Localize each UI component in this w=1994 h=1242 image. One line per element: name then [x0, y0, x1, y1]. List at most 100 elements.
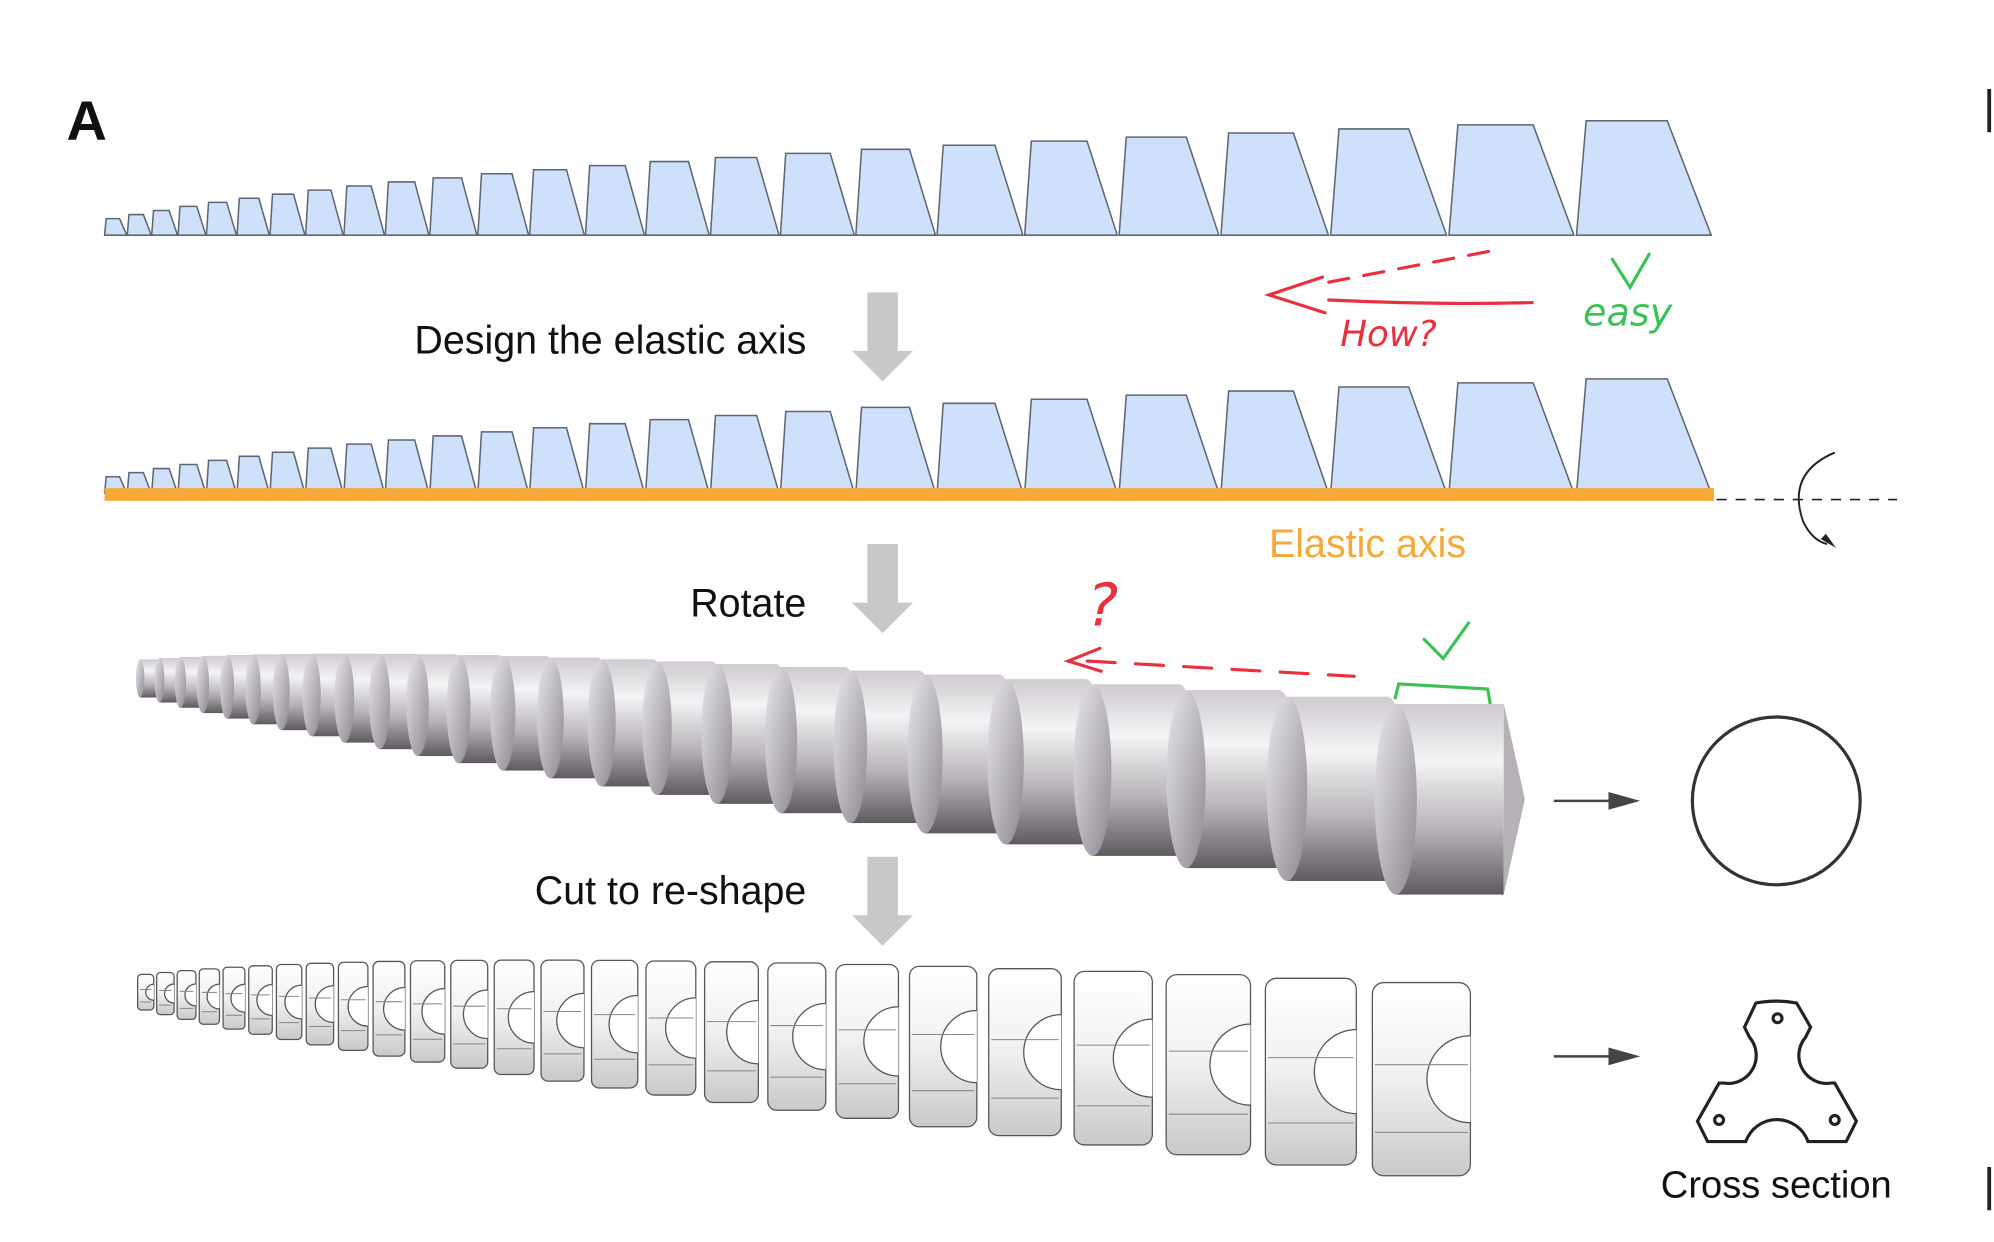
segment-notch [163, 983, 175, 1004]
bracket-annotation [1393, 682, 1492, 705]
cut-segment [372, 960, 406, 1057]
trapezoid-segment [429, 177, 478, 236]
cut-segment [198, 968, 221, 1025]
trapezoid-segment [343, 185, 386, 236]
trapezoid-segment [384, 181, 430, 236]
easy-annotation-text: easy [1583, 290, 1673, 334]
trapezoid-segment [1118, 136, 1220, 236]
segment-notch [1426, 1035, 1471, 1124]
segment-notch [507, 990, 535, 1044]
trapezoid-segment [236, 197, 271, 236]
trapezoid-segment [855, 148, 937, 236]
disc-face [369, 653, 391, 750]
disc-face [764, 667, 798, 814]
trilobe-cross-section [1695, 999, 1859, 1144]
cylinder-disc [907, 674, 1017, 834]
step-cut-label: Cut to re-shape [535, 869, 807, 913]
disc-face [833, 670, 868, 824]
disc-face [196, 655, 210, 714]
segment-notch [726, 999, 759, 1065]
trapezoid-segment [779, 410, 856, 495]
trapezoid-segment [709, 414, 781, 495]
how-annotation-text: How? [1340, 314, 1437, 355]
trapezoid-segment [343, 443, 386, 495]
cut-segment [590, 959, 639, 1089]
trapezoid-segment [855, 406, 937, 495]
disc-face [220, 655, 235, 719]
segment-notch [206, 983, 220, 1010]
disc-face [587, 659, 616, 787]
trapezoid-segment [528, 427, 586, 495]
step-rotate-label: Rotate [690, 582, 806, 626]
cut-segment [305, 962, 335, 1046]
trapezoid-segment [477, 173, 530, 236]
down-arrow-icon [852, 544, 914, 634]
cut-segment [988, 968, 1062, 1137]
trapezoid-segment [1118, 394, 1220, 495]
segment-notch [382, 986, 405, 1031]
elastic-axis-label: Elastic axis [1269, 522, 1466, 566]
panel-divider-mark [1987, 88, 1992, 133]
disc-face [1166, 690, 1206, 869]
cut-segment [703, 961, 759, 1104]
trapezoid-segment [936, 144, 1024, 236]
cut-segment [1264, 977, 1357, 1166]
cut-segment [450, 959, 489, 1069]
disc-face [334, 653, 355, 743]
trapezoid-segment [236, 455, 271, 495]
trapezoid-segment [644, 418, 711, 495]
disc-body [202, 655, 226, 714]
segment-notch [665, 997, 696, 1059]
trapezoid-segment [1329, 386, 1448, 495]
disc-body [159, 658, 179, 703]
disc-face [1374, 703, 1417, 895]
trapezoid-segment [1220, 132, 1330, 236]
check-mark-icon [1610, 252, 1651, 291]
disc-face [1266, 696, 1308, 881]
cut-segment [222, 966, 246, 1030]
trapezoid-segment [936, 402, 1024, 495]
segment-body [1371, 981, 1472, 1177]
trapezoid-segment [103, 217, 128, 236]
down-arrow-icon [852, 856, 914, 946]
disc-face [245, 654, 261, 725]
cross-section-label: Cross section [1661, 1164, 1892, 1207]
segment-notch [314, 985, 334, 1024]
panel-divider-mark [1987, 1166, 1992, 1211]
trapezoid-segment [150, 209, 179, 236]
disc-face [701, 664, 733, 804]
cylinder-disc [1166, 690, 1299, 869]
cylinder-disc [1374, 703, 1525, 895]
check-mark-icon [1422, 621, 1471, 661]
trapezoid-segment [1575, 120, 1713, 236]
trapezoid-segment [304, 447, 345, 495]
segment-notch [184, 983, 196, 1007]
rotated-cylinder-model [135, 653, 1525, 895]
trapezoid-segment [1575, 378, 1713, 495]
segment-notch [145, 983, 154, 1001]
segment-notch [230, 983, 245, 1013]
disc-face [1073, 684, 1112, 856]
cut-segment [176, 969, 197, 1020]
cut-segment [645, 960, 697, 1096]
segment-notch [863, 1006, 899, 1077]
segment-notch [421, 988, 445, 1035]
disc-face [135, 659, 145, 698]
disc-face [907, 674, 943, 834]
segment-notch [462, 989, 488, 1040]
trapezoid-segment [584, 164, 646, 236]
disc-face [272, 653, 290, 731]
segment-notch [347, 985, 368, 1027]
cut-segment [908, 965, 978, 1128]
segment-notch [1023, 1013, 1062, 1091]
disc-body [180, 656, 202, 708]
disc-face [302, 653, 321, 737]
trapezoid-segment [177, 205, 207, 236]
cut-segment [835, 963, 900, 1119]
rotate-arrow-icon [1797, 451, 1837, 548]
disc-face [446, 655, 471, 764]
question-arrow-annotation [1063, 646, 1356, 678]
trapezoid-segment [709, 156, 781, 236]
disc-face [537, 657, 564, 779]
